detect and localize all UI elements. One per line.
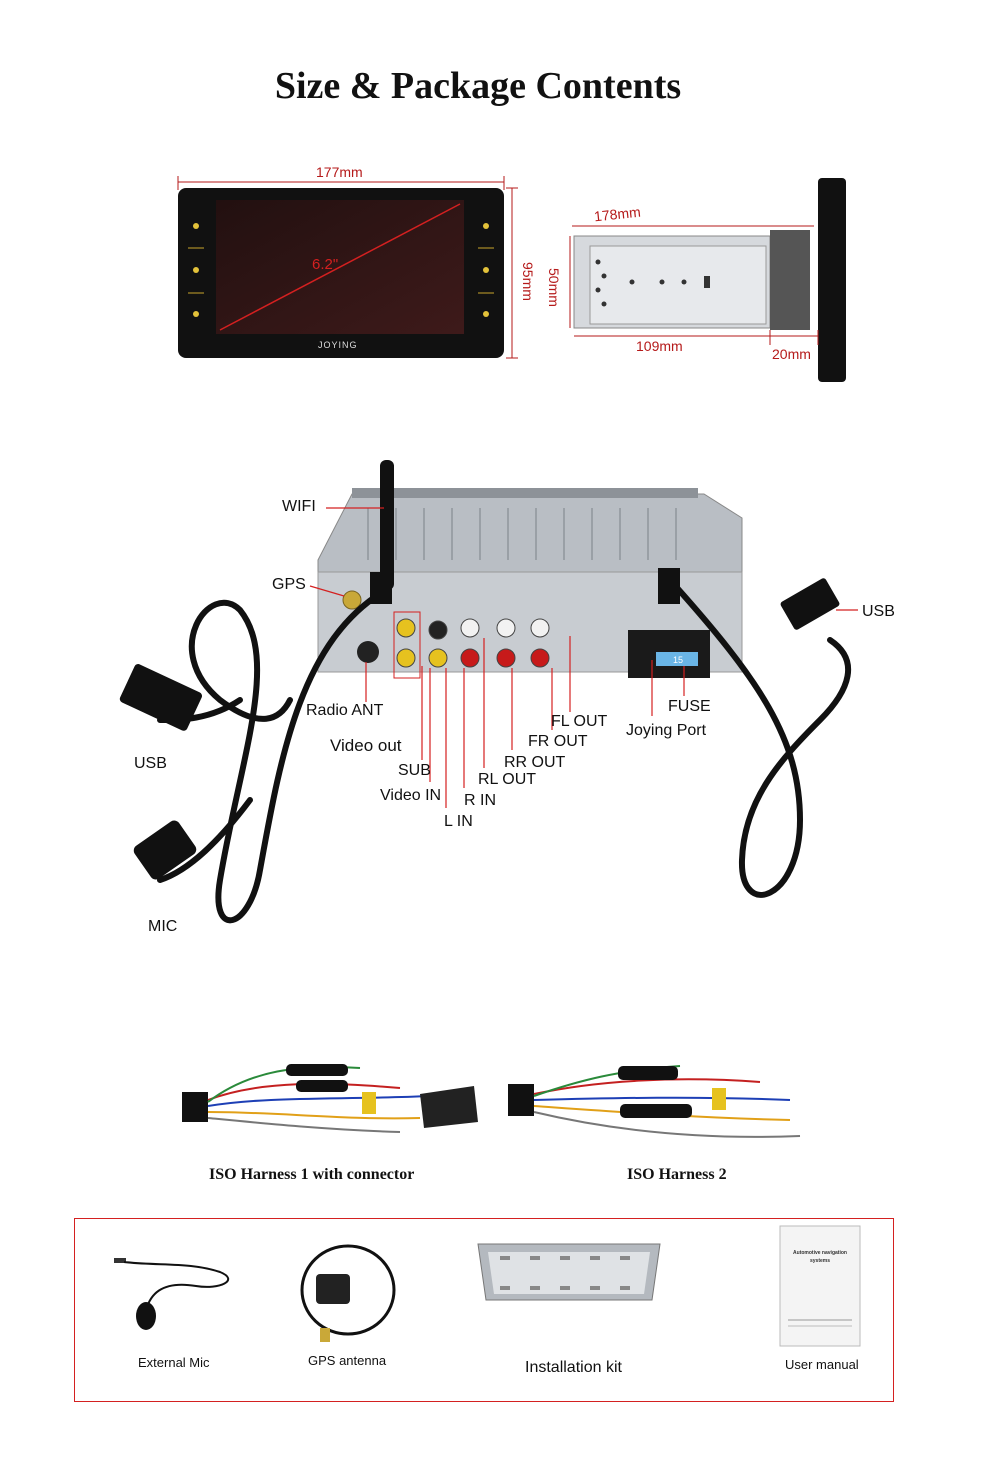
user-manual-icon	[779, 1225, 861, 1347]
dimension-illustration	[177, 176, 846, 382]
harness-illustration	[182, 1064, 801, 1138]
label-sub: SUB	[398, 762, 431, 779]
harness-1-caption: ISO Harness 1 with connector	[209, 1166, 415, 1183]
brand-logo: JOYING	[318, 340, 358, 350]
diagonal-dimension: 6.2"	[312, 256, 339, 273]
side-view-panel	[818, 178, 846, 382]
label-wifi: WIFI	[282, 498, 316, 515]
label-radio-ant: Radio ANT	[306, 702, 384, 719]
external-mic-icon	[114, 1258, 230, 1330]
gps-antenna-icon	[300, 1244, 396, 1342]
label-usb-left: USB	[134, 755, 167, 772]
iso-harness-1	[182, 1064, 478, 1133]
usb-left-plug	[119, 664, 202, 731]
label-fuse: FUSE	[668, 698, 711, 715]
harness-2-caption: ISO Harness 2	[627, 1166, 727, 1183]
usb-right-plug	[780, 578, 840, 630]
label-mic: MIC	[148, 918, 178, 935]
label-fr-out: FR OUT	[528, 733, 588, 750]
rca-jacks	[396, 618, 550, 668]
gps-antenna-label: GPS antenna	[308, 1353, 387, 1368]
installation-kit-icon	[477, 1243, 661, 1301]
label-joying-port: Joying Port	[626, 722, 707, 739]
package-illustration	[114, 1225, 861, 1347]
external-mic-label: External Mic	[138, 1355, 210, 1370]
label-r-in: R IN	[464, 792, 496, 809]
gps-connector	[342, 590, 362, 610]
side-height-dimension: 50mm	[546, 268, 562, 307]
front-buttons	[193, 223, 489, 317]
label-fl-out: FL OUT	[551, 713, 608, 730]
label-usb-right: USB	[862, 603, 895, 620]
label-rl-out: RL OUT	[478, 771, 537, 788]
package-contents-box	[74, 1218, 894, 1402]
wifi-antenna	[380, 460, 394, 590]
label-l-in: L IN	[444, 813, 473, 830]
fuse	[656, 652, 698, 666]
body-depth-dimension: 109mm	[636, 338, 683, 354]
iso-harness-2	[508, 1065, 801, 1138]
label-rr-out: RR OUT	[504, 754, 566, 771]
user-manual-label: User manual	[785, 1357, 859, 1372]
panel-depth-dimension: 20mm	[772, 346, 811, 362]
label-gps: GPS	[272, 576, 306, 593]
fuse-value: 15	[673, 655, 684, 665]
page-title: Size & Package Contents	[274, 65, 682, 107]
installation-kit-label: Installation kit	[525, 1359, 622, 1376]
label-video-out: Video out	[330, 736, 402, 755]
manual-cover-line2: systems	[809, 1258, 830, 1264]
connections-illustration	[119, 460, 858, 924]
mic-jack	[133, 820, 197, 880]
label-video-in: Video IN	[380, 787, 442, 804]
radio-ant-socket	[357, 641, 379, 663]
manual-cover-line1: Automotive navigation	[793, 1250, 847, 1256]
height-dimension: 95mm	[520, 262, 536, 301]
width-dimension: 177mm	[316, 164, 363, 180]
